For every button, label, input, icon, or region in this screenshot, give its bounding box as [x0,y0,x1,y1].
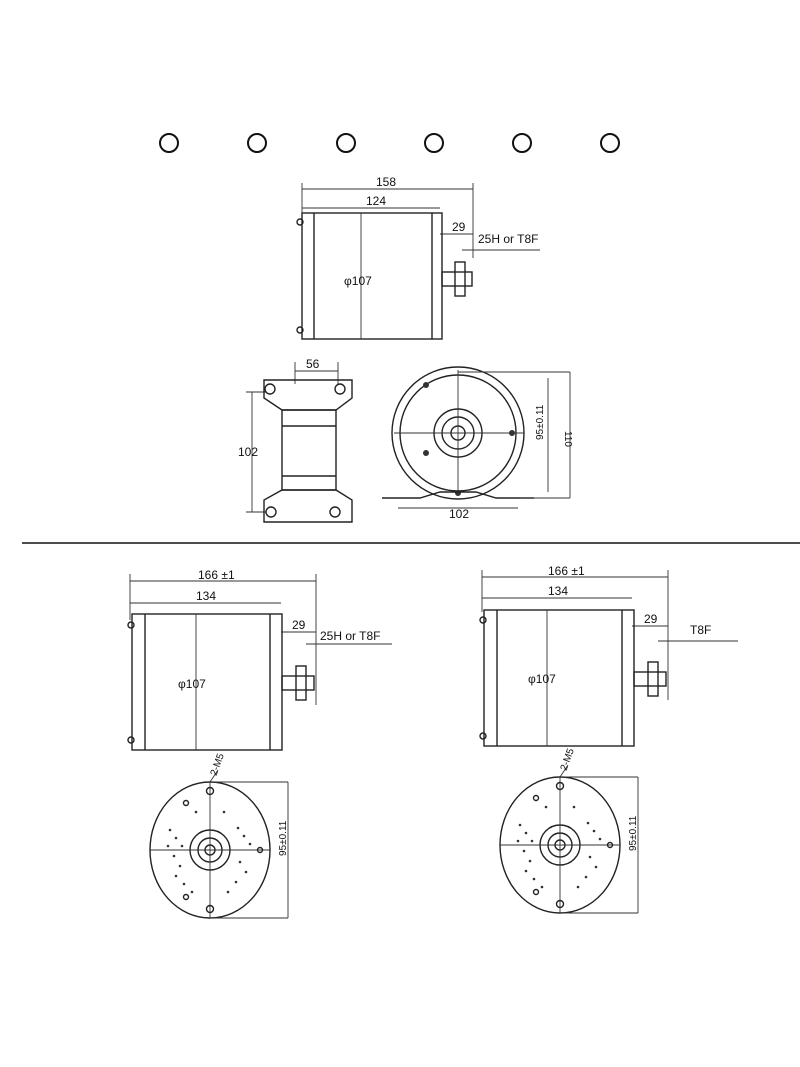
dim-shaft-length: 29 [292,618,306,632]
dim-diameter: φ107 [178,677,206,691]
hole-label: 2-M5 [559,747,577,773]
dim-overall-length: 158 [376,175,396,189]
motor-end-view-mount: 102 95±0.11 110 [382,366,573,521]
ring-icon-row [159,133,620,153]
ring-icon [159,133,179,153]
dim-bracket-width: 56 [306,357,320,371]
dim-height: 102 [238,445,258,459]
dim-shaft-length: 29 [452,220,466,234]
dim-total-height: 110 [562,431,573,447]
motor-side-view-left: 166 ±1 134 29 25H or T8F φ107 [127,568,392,751]
sprocket-label: 25H or T8F [320,629,380,643]
dim-shaft-length: 29 [644,612,658,626]
ring-icon [600,133,620,153]
dim-overall-length: 166 ±1 [548,564,585,578]
dim-diameter: φ107 [344,274,372,288]
motor-end-view-right: 2-M5 95±0.11 [499,747,639,914]
sprocket-label: T8F [690,623,711,637]
dim-body-length: 134 [196,589,216,603]
dim-body-length: 134 [548,584,568,598]
dim-base-width: 102 [449,507,469,521]
dim-bolt-circle: 95±0.11 [628,815,639,851]
dim-diameter: φ107 [528,672,556,686]
ring-icon [247,133,267,153]
ring-icon [336,133,356,153]
dim-bolt-circle: 95±0.11 [278,820,289,856]
motor-end-view-left: 2-M5 95±0.11 [149,752,289,919]
motor-front-view-bracket: 56 102 [238,357,353,523]
motor-side-view-right: 166 ±1 134 29 T8F φ107 [479,564,738,747]
dim-body-length: 124 [366,194,386,208]
dim-bolt-circle: 95±0.11 [535,404,546,440]
dim-overall-length: 166 ±1 [198,568,235,582]
motor-side-view-top: 158 124 29 25H or T8F φ107 [296,175,540,340]
sprocket-label: 25H or T8F [478,232,538,246]
ring-icon [512,133,532,153]
ring-icon [424,133,444,153]
hole-label: 2-M5 [209,752,227,778]
